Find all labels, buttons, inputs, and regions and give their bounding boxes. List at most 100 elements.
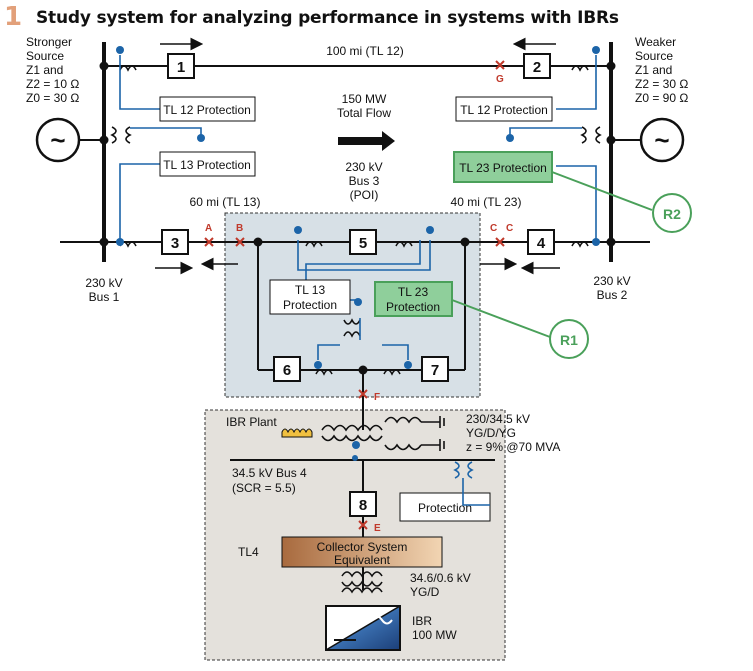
svg-text:Protection: Protection bbox=[418, 501, 472, 515]
plant-protection: Protection bbox=[399, 492, 491, 522]
svg-text:Protection: Protection bbox=[283, 298, 337, 312]
svg-text:YG/D/YG: YG/D/YG bbox=[466, 426, 516, 440]
tl23-protection-right: TL 23 Protection bbox=[453, 151, 553, 183]
svg-text:R1: R1 bbox=[560, 332, 578, 348]
r1-leader bbox=[451, 299, 551, 338]
ibr-label: IBR 100 MW bbox=[412, 614, 457, 642]
relay-wiring bbox=[119, 55, 597, 360]
svg-text:(SCR = 5.5): (SCR = 5.5) bbox=[232, 481, 296, 495]
svg-text:230 kV: 230 kV bbox=[593, 274, 630, 288]
fault-e: E bbox=[374, 523, 381, 534]
breaker-7: 7 bbox=[421, 356, 449, 382]
generator-symbol: ~ bbox=[654, 125, 669, 155]
svg-text:230 kV: 230 kV bbox=[345, 160, 382, 174]
svg-text:TL 23: TL 23 bbox=[398, 285, 429, 299]
breaker-1: 1 bbox=[167, 53, 195, 79]
fault-c1: C bbox=[490, 223, 497, 234]
svg-text:Z1 and: Z1 and bbox=[635, 63, 672, 77]
fault-f: F bbox=[374, 392, 380, 403]
svg-text:5: 5 bbox=[359, 235, 367, 252]
svg-text:(POI): (POI) bbox=[350, 188, 379, 202]
tl23-label: 40 mi (TL 23) bbox=[451, 195, 522, 209]
tl13-protection-left: TL 13 Protection bbox=[159, 151, 256, 177]
r2-leader bbox=[551, 171, 653, 211]
svg-text:Source: Source bbox=[26, 49, 64, 63]
figure-title: Study system for analyzing performance i… bbox=[36, 8, 619, 28]
flow-amount: 150 MW bbox=[342, 92, 387, 106]
svg-text:34.5 kV Bus 4: 34.5 kV Bus 4 bbox=[232, 466, 307, 480]
relay-r2-callout: R2 bbox=[652, 193, 692, 233]
svg-text:6: 6 bbox=[283, 362, 291, 379]
figure-number: 1 bbox=[4, 2, 23, 32]
tl12-protection-right: TL 12 Protection bbox=[455, 96, 553, 122]
step-up-transformer bbox=[321, 416, 445, 451]
flow-caption: Total Flow bbox=[337, 106, 391, 120]
right-generator: ~ bbox=[639, 117, 685, 163]
tl13-label: 60 mi (TL 13) bbox=[190, 195, 261, 209]
bus4-label: 34.5 kV Bus 4 (SCR = 5.5) bbox=[232, 466, 307, 495]
svg-text:TL 13: TL 13 bbox=[295, 283, 326, 297]
plant-resistor bbox=[281, 428, 313, 438]
svg-text:Z2 = 30 Ω: Z2 = 30 Ω bbox=[635, 77, 688, 91]
flow-arrows bbox=[155, 37, 560, 275]
left-generator: ~ bbox=[35, 117, 81, 163]
collector-system: Collector System Equivalent bbox=[281, 536, 443, 568]
breaker-4: 4 bbox=[527, 229, 555, 255]
tl4-label: TL4 bbox=[238, 545, 259, 559]
tl12-protection-left: TL 12 Protection bbox=[159, 96, 256, 122]
svg-text:Bus 2: Bus 2 bbox=[597, 288, 628, 302]
svg-text:2: 2 bbox=[533, 59, 541, 76]
svg-text:TL 12 Protection: TL 12 Protection bbox=[163, 103, 251, 117]
breaker-3: 3 bbox=[161, 229, 189, 255]
pad-mount-transformer bbox=[341, 571, 383, 594]
weaker-source-label: Weaker Source Z1 and Z2 = 30 Ω Z0 = 90 Ω bbox=[635, 35, 688, 105]
stronger-source-label: Stronger Source Z1 and Z2 = 10 Ω Z0 = 30… bbox=[26, 35, 79, 105]
relay-r1-callout: R1 bbox=[549, 319, 589, 359]
fault-x-marks bbox=[204, 60, 505, 530]
svg-text:Source: Source bbox=[635, 49, 673, 63]
svg-text:1: 1 bbox=[177, 59, 185, 76]
fault-g: G bbox=[496, 74, 504, 85]
svg-text:7: 7 bbox=[431, 362, 439, 379]
tl12-label: 100 mi (TL 12) bbox=[326, 44, 404, 58]
blue-tap-dots bbox=[116, 46, 600, 461]
fault-b: B bbox=[236, 223, 243, 234]
svg-text:IBR: IBR bbox=[412, 614, 432, 628]
total-flow-arrow bbox=[338, 131, 395, 151]
current-transformers bbox=[119, 65, 589, 376]
pad-mount-label: 34.6/0.6 kV YG/D bbox=[410, 571, 471, 599]
svg-text:Bus 3: Bus 3 bbox=[349, 174, 380, 188]
svg-text:Bus 1: Bus 1 bbox=[89, 290, 120, 304]
svg-text:34.6/0.6 kV: 34.6/0.6 kV bbox=[410, 571, 471, 585]
breaker-6: 6 bbox=[273, 356, 301, 382]
junction-dots bbox=[99, 61, 616, 375]
ibr-plant-label: IBR Plant bbox=[226, 415, 277, 429]
bus4-vt bbox=[453, 461, 490, 506]
svg-text:Equivalent: Equivalent bbox=[334, 553, 391, 567]
svg-text:TL 12 Protection: TL 12 Protection bbox=[460, 103, 548, 117]
bus1-label: 230 kV Bus 1 bbox=[85, 276, 122, 304]
svg-text:Weaker: Weaker bbox=[635, 35, 676, 49]
svg-text:3: 3 bbox=[171, 235, 179, 252]
svg-text:Z0 = 90 Ω: Z0 = 90 Ω bbox=[635, 91, 688, 105]
svg-text:YG/D: YG/D bbox=[410, 585, 440, 599]
svg-text:100 MW: 100 MW bbox=[412, 628, 457, 642]
svg-text:TL 23 Protection: TL 23 Protection bbox=[459, 161, 547, 175]
svg-text:z = 9% @70 MVA: z = 9% @70 MVA bbox=[466, 440, 560, 454]
step-up-xfmr-label: 230/34.5 kV YG/D/YG z = 9% @70 MVA bbox=[466, 412, 560, 454]
svg-text:Protection: Protection bbox=[386, 300, 440, 314]
bus3-label: 230 kV Bus 3 (POI) bbox=[345, 160, 382, 202]
voltage-transformers bbox=[110, 126, 602, 338]
breaker-5: 5 bbox=[349, 229, 377, 255]
svg-text:Z1 and: Z1 and bbox=[26, 63, 63, 77]
svg-text:4: 4 bbox=[537, 235, 546, 252]
svg-text:TL 13 Protection: TL 13 Protection bbox=[163, 158, 251, 172]
svg-text:230 kV: 230 kV bbox=[85, 276, 122, 290]
svg-text:Stronger: Stronger bbox=[26, 35, 72, 49]
fault-labels: G A B C C F E bbox=[205, 74, 513, 534]
ibr-inverter bbox=[325, 605, 401, 651]
